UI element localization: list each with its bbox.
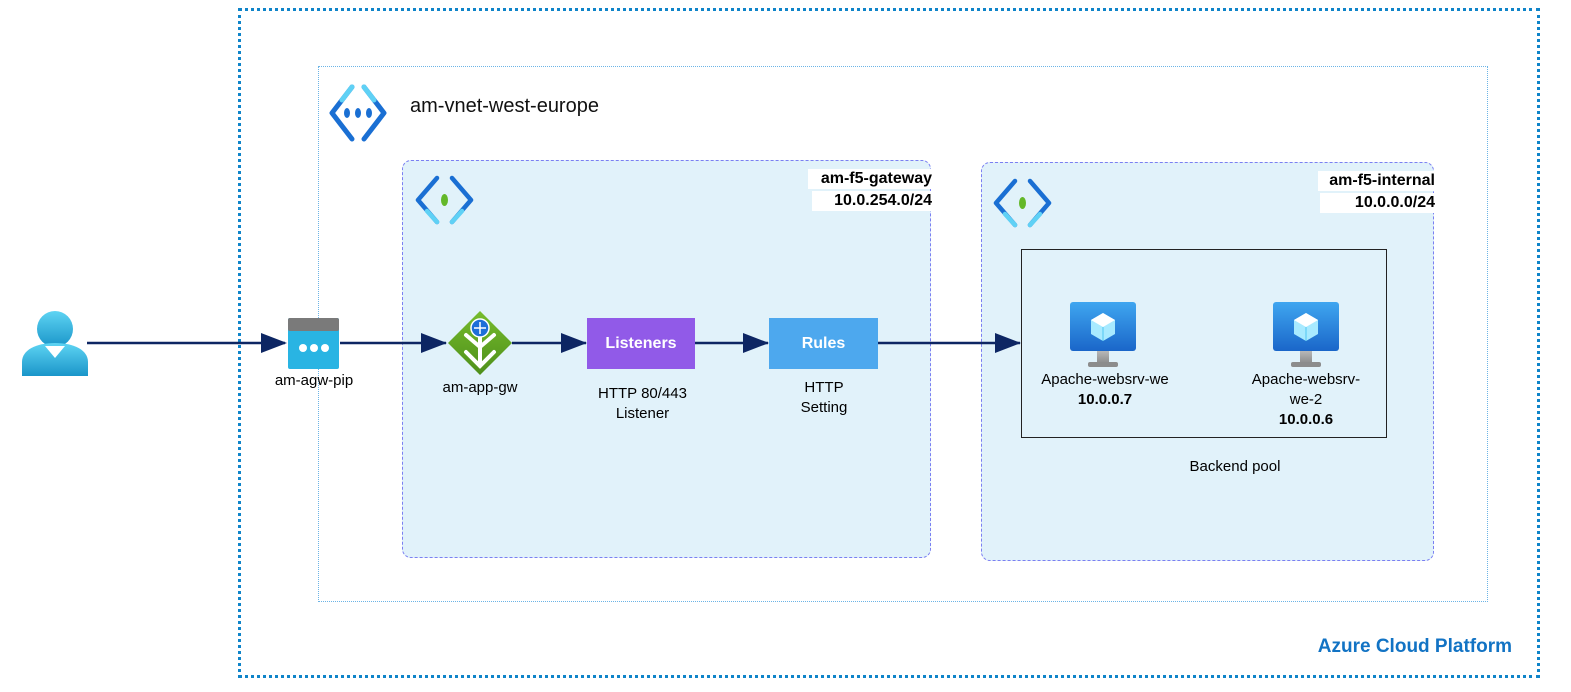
- backend-pool-label: Backend pool: [1189, 458, 1281, 475]
- vm2-name-line1: Apache-websrv-: [1251, 371, 1361, 388]
- arrowhead-pip: [261, 333, 287, 353]
- arrowhead-listeners: [561, 333, 587, 353]
- arrowhead-rules: [743, 333, 769, 353]
- rules-label: Rules: [801, 334, 846, 352]
- subnet-gateway-cidr: 10.0.254.0/24: [812, 191, 934, 211]
- listeners-caption-line2: Listener: [615, 405, 670, 422]
- subnet-icon: [993, 178, 1052, 228]
- subnet-icon: [415, 175, 474, 225]
- subnet-gateway-name: am-f5-gateway: [808, 169, 934, 189]
- application-gateway-icon: [448, 311, 512, 375]
- public-ip-label: am-agw-pip: [274, 372, 354, 389]
- listeners-caption-line1: HTTP 80/443: [598, 385, 687, 402]
- subnet-internal-name: am-f5-internal: [1318, 171, 1437, 191]
- virtual-machine-icon: [1070, 302, 1136, 367]
- rules-box[interactable]: Rules: [769, 318, 878, 369]
- subnet-internal: [981, 162, 1434, 561]
- vm2-name-line2: we-2: [1289, 391, 1323, 408]
- backend-pool-box: [1021, 249, 1387, 438]
- public-ip-icon: [288, 318, 339, 369]
- vm1-name: Apache-websrv-we: [1041, 371, 1169, 388]
- vm1-ip: 10.0.0.7: [1077, 391, 1133, 408]
- listeners-box[interactable]: Listeners: [587, 318, 695, 369]
- flow-arrows: [87, 333, 1021, 353]
- vnet-icon: [329, 84, 387, 142]
- arrowhead-gw: [421, 333, 447, 353]
- arrowhead-pool: [995, 333, 1021, 353]
- rules-caption-line2: Setting: [800, 399, 848, 416]
- user-icon: [22, 311, 88, 376]
- app-gateway-label: am-app-gw: [442, 379, 518, 396]
- vnet-name: am-vnet-west-europe: [410, 95, 599, 117]
- cloud-label: Azure Cloud Platform: [1317, 636, 1512, 657]
- rules-caption-line1: HTTP: [804, 379, 844, 396]
- vm2-ip: 10.0.0.6: [1278, 411, 1334, 428]
- virtual-machine-icon: [1273, 302, 1339, 367]
- subnet-internal-cidr: 10.0.0.0/24: [1320, 193, 1437, 213]
- listeners-label: Listeners: [605, 334, 677, 352]
